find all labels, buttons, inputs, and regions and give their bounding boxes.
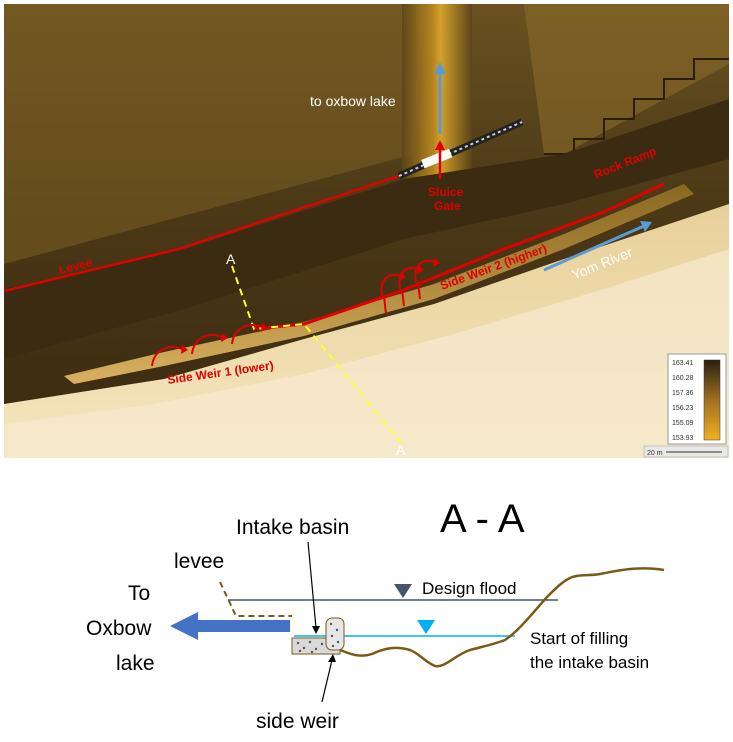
legend-value-6: 153.93 bbox=[672, 435, 694, 442]
levee-profile bbox=[219, 581, 292, 617]
sluice-flow-arrowhead bbox=[435, 140, 445, 150]
filling-water-marker bbox=[417, 620, 435, 634]
river-light-zone bbox=[4, 249, 729, 458]
highland-area bbox=[4, 4, 424, 264]
to-oxbow-arrow-shaft bbox=[194, 620, 290, 632]
sluice-structure-hatch bbox=[398, 121, 523, 177]
to-label: To bbox=[128, 582, 150, 605]
elevation-legend: 163.41 160.28 157.36 156.23 155.09 153.9… bbox=[667, 353, 727, 445]
section-a-bottom-label: A bbox=[396, 442, 406, 458]
sluice-label-line2: Gate bbox=[434, 199, 461, 213]
legend-value-3: 157.36 bbox=[672, 390, 694, 397]
design-flood-label: Design flood bbox=[422, 579, 517, 598]
side-weir-pointer-head bbox=[328, 654, 336, 662]
section-a-top-label: A bbox=[226, 251, 236, 267]
oxbow-label: Oxbow bbox=[86, 617, 152, 640]
legend-value-5: 155.09 bbox=[672, 420, 694, 427]
start-filling-label-1: Start of filling bbox=[530, 629, 628, 648]
legend-value-2: 160.28 bbox=[672, 375, 694, 382]
river-bed-profile bbox=[339, 567, 665, 668]
to-oxbow-label: to oxbow lake bbox=[310, 93, 396, 109]
start-filling-label-2: the intake basin bbox=[530, 653, 649, 672]
weir-berm bbox=[64, 184, 694, 384]
sluice-gate-opening bbox=[421, 148, 453, 169]
side-weir-1-arrowheads bbox=[181, 323, 268, 354]
section-line-a-a bbox=[231, 265, 403, 445]
side-weir-label: side weir bbox=[256, 710, 339, 733]
side-weir-1-arrows bbox=[151, 324, 263, 367]
river-flow-arrow bbox=[543, 224, 645, 272]
side-weir-pointer bbox=[321, 659, 333, 703]
side-weir-gravel bbox=[291, 617, 345, 655]
scale-bar-label: 20 m bbox=[647, 450, 663, 457]
legend-color-ramp bbox=[703, 359, 721, 441]
sluice-label-line1: Sluice bbox=[428, 185, 464, 199]
river-flow-arrowhead bbox=[640, 221, 652, 232]
section-title: A - A bbox=[440, 497, 525, 541]
upper-right-terrace bbox=[524, 4, 729, 154]
to-oxbow-arrowhead bbox=[170, 612, 198, 640]
terrain-map: to oxbow lake Sluice Gate Rock Ramp Leve… bbox=[4, 4, 729, 458]
oxbow-flow-arrowhead bbox=[434, 62, 446, 74]
gravel-dots bbox=[296, 622, 340, 654]
levee-line bbox=[4, 174, 400, 293]
legend-value-1: 163.41 bbox=[672, 360, 694, 367]
side-weir-body bbox=[325, 617, 345, 651]
intake-basin-pointer bbox=[307, 541, 317, 629]
dark-floodplain bbox=[4, 99, 729, 359]
scale-bar: 20 m bbox=[643, 445, 729, 458]
intake-basin-label: Intake basin bbox=[236, 516, 349, 539]
lake-label: lake bbox=[116, 652, 155, 675]
side-weir-2-arrowheads bbox=[399, 258, 440, 281]
design-flood-marker bbox=[394, 584, 412, 598]
cross-section-diagram: A - A Intake basin levee To Oxbow lake D… bbox=[86, 497, 665, 733]
side-weir-2-arrows bbox=[380, 260, 435, 315]
intake-basin-pointer-head bbox=[312, 626, 320, 634]
terrain-steps bbox=[544, 58, 729, 155]
legend-value-4: 156.23 bbox=[672, 405, 694, 412]
levee-label: levee bbox=[174, 550, 224, 573]
